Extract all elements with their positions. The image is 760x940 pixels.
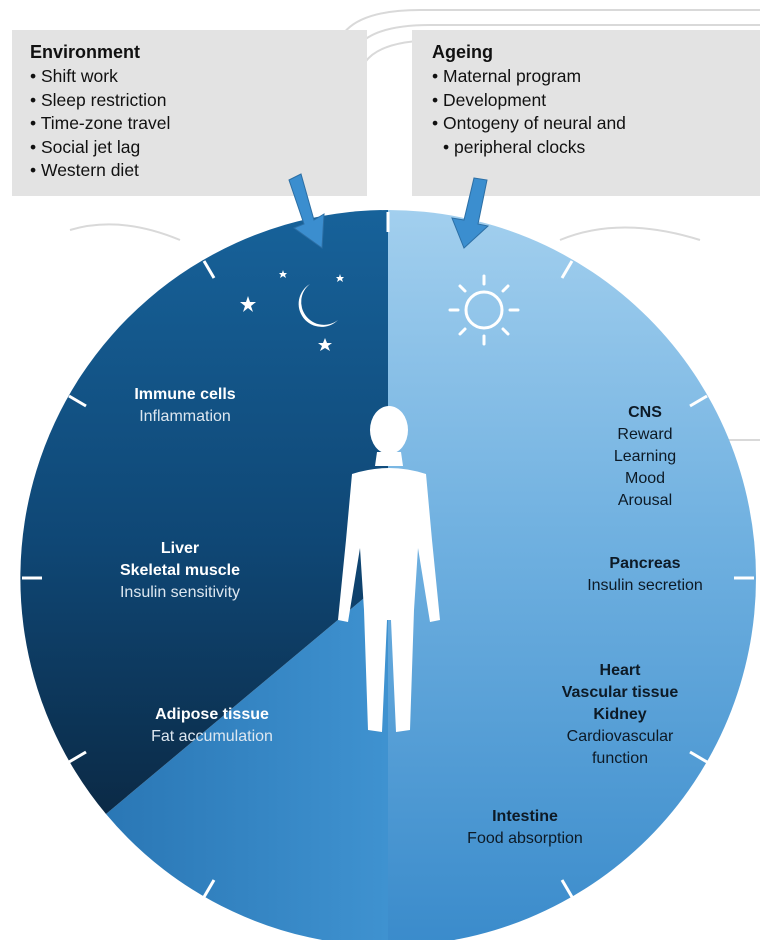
organ-function: Mood [580, 468, 710, 490]
organ-function: Learning [580, 446, 710, 468]
organ-function: Fat accumulation [112, 726, 312, 748]
organ-name: Skeletal muscle [70, 560, 290, 582]
organ-name: Liver [70, 538, 290, 560]
label-liver-muscle: Liver Skeletal muscle Insulin sensitivit… [70, 538, 290, 604]
organ-name: CNS [580, 402, 710, 424]
organ-name: Immune cells [95, 384, 275, 406]
organ-function: Cardiovascular [525, 726, 715, 748]
organ-function: Arousal [580, 490, 710, 512]
organ-name: Kidney [525, 704, 715, 726]
organ-function: Insulin secretion [560, 575, 730, 597]
label-cns: CNS Reward Learning Mood Arousal [580, 402, 710, 512]
label-intestine: Intestine Food absorption [440, 806, 610, 850]
organ-function: function [525, 748, 715, 770]
label-pancreas: Pancreas Insulin secretion [560, 553, 730, 597]
organ-function: Reward [580, 424, 710, 446]
organ-name: Heart [525, 660, 715, 682]
organ-name: Pancreas [560, 553, 730, 575]
organ-name: Vascular tissue [525, 682, 715, 704]
organ-name: Intestine [440, 806, 610, 828]
label-immune-cells: Immune cells Inflammation [95, 384, 275, 428]
label-adipose: Adipose tissue Fat accumulation [112, 704, 312, 748]
organ-function: Inflammation [95, 406, 275, 428]
organ-name: Adipose tissue [112, 704, 312, 726]
label-heart-vascular-kidney: Heart Vascular tissue Kidney Cardiovascu… [525, 660, 715, 770]
organ-function: Food absorption [440, 828, 610, 850]
organ-function: Insulin sensitivity [70, 582, 290, 604]
